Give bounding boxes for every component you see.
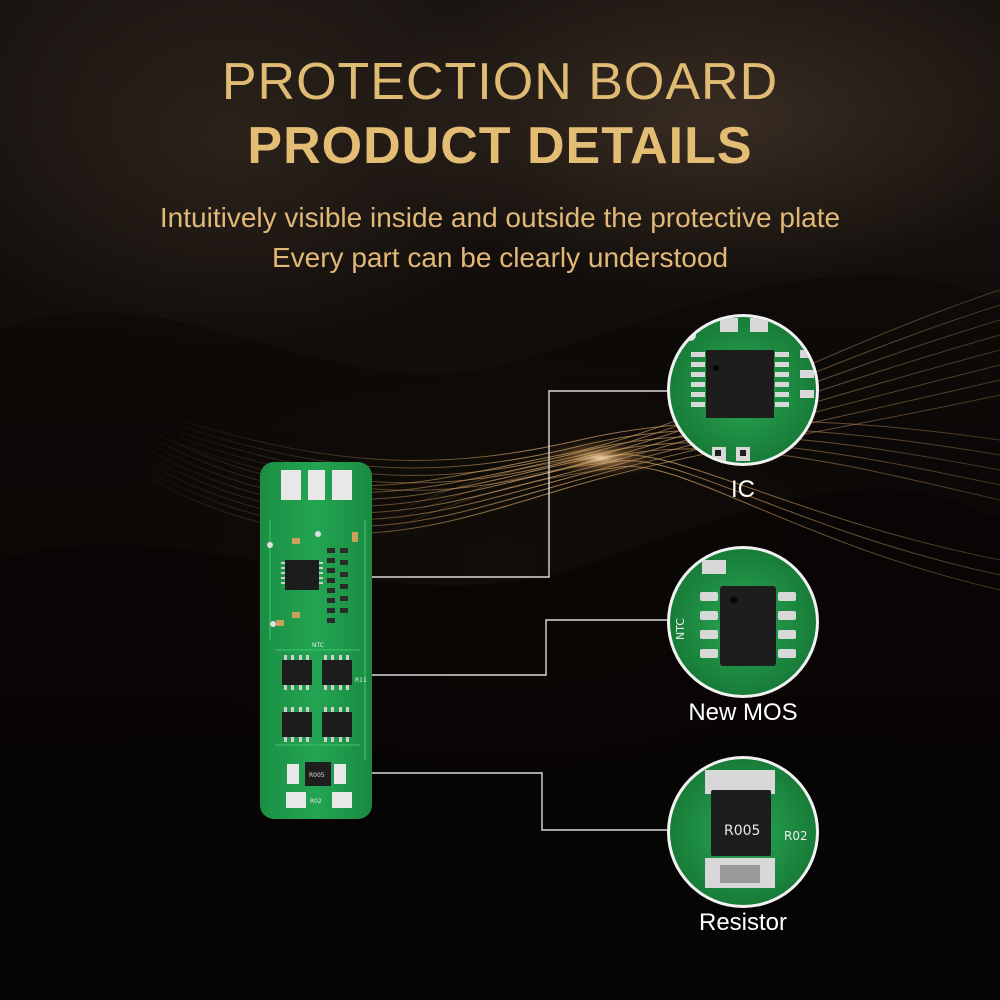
title-line-1: PROTECTION BOARD (221, 53, 779, 111)
pcb-resistor-code: R005 (309, 772, 325, 779)
pcb-ntc-label: NTC (312, 642, 324, 649)
title-line-2: PRODUCT DETAILS (247, 117, 753, 175)
pcb-r02-label: R02 (310, 798, 322, 805)
pcb-board: NTC R11 R005 R02 (260, 462, 372, 819)
resistor-closeup-icon: R005 R02 (667, 756, 819, 908)
subtitle-line-2: Every part can be clearly understood (271, 242, 729, 273)
subtitle-line-1: Intuitively visible inside and outside t… (159, 202, 841, 233)
callout-label-resistor: Resistor (698, 909, 788, 936)
mos-closeup-icon: NTC (667, 546, 819, 698)
callout-label-ic: IC (731, 476, 755, 503)
mos-ntc-silkscreen: NTC (674, 618, 687, 640)
resistor-r02-silkscreen: R02 (784, 829, 808, 843)
ic-closeup-icon (667, 314, 819, 466)
resistor-code-text: R005 (724, 823, 760, 839)
callout-label-new-mos: New MOS (688, 699, 798, 726)
pcb-r11-label: R11 (355, 677, 367, 684)
